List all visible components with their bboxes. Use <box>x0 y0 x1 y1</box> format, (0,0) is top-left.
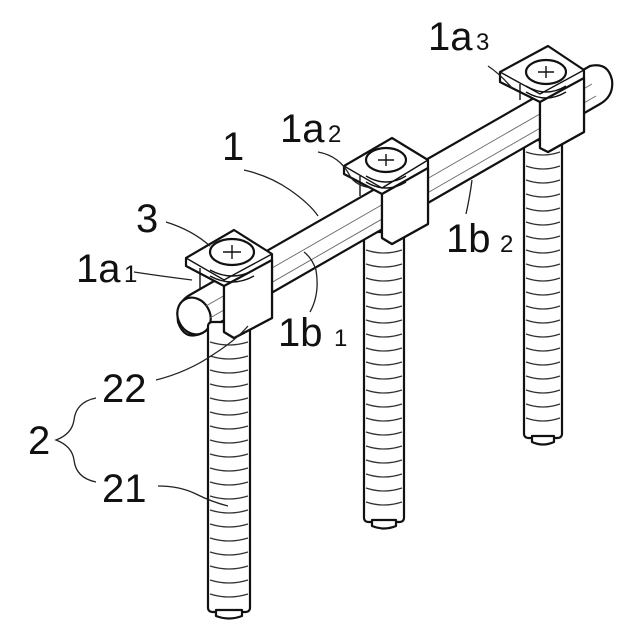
label-1b1-main: 1b <box>278 311 323 355</box>
label-1a3-sub: 3 <box>476 29 489 56</box>
label-1b2-main: 1b <box>446 217 491 261</box>
leader-1 <box>244 170 318 216</box>
rod-right <box>524 120 562 445</box>
label-3: 3 <box>136 197 158 241</box>
leader-1b2 <box>466 180 472 214</box>
rod-left <box>208 322 250 619</box>
label-1a2-main: 1a <box>280 107 325 151</box>
label-1a2-sub: 2 <box>328 121 341 148</box>
label-2: 2 <box>28 419 50 463</box>
label-1b1-sub: 1 <box>334 325 347 352</box>
label-21: 21 <box>102 467 147 511</box>
rod-middle <box>364 232 404 529</box>
label-22: 22 <box>102 367 147 411</box>
label-1a3-main: 1a <box>428 15 473 59</box>
leader-1a1 <box>134 272 192 280</box>
brace-2 <box>56 398 96 482</box>
label-1a1-sub: 1 <box>124 261 137 288</box>
label-1a1-main: 1a <box>76 247 121 291</box>
label-1: 1 <box>222 125 244 169</box>
leader-3 <box>166 222 210 246</box>
label-1b2-sub: 2 <box>500 231 513 258</box>
